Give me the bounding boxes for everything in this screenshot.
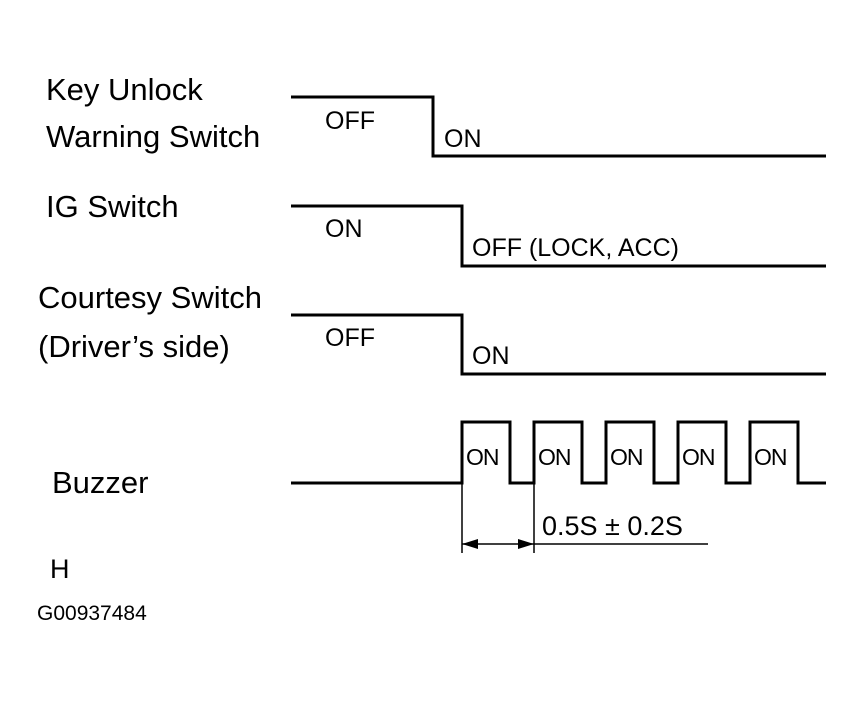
courtesy-label-line2: (Driver’s side): [38, 329, 230, 364]
key-unlock-state-after: ON: [444, 125, 482, 153]
courtesy-state-after: ON: [472, 342, 510, 370]
buzzer-pulse-label: ON: [610, 444, 643, 470]
buzzer-pulse-label: ON: [754, 444, 787, 470]
buzzer-waveform: [291, 420, 826, 485]
figure-code: G00937484: [37, 602, 147, 625]
courtesy-label-line1: Courtesy Switch: [38, 280, 262, 315]
period-label: 0.5S ± 0.2S: [542, 511, 683, 541]
key-unlock-waveform: [291, 95, 826, 158]
buzzer-pulse-label: ON: [466, 444, 499, 470]
ig-switch-state-after: OFF (LOCK, ACC): [472, 234, 679, 262]
figure-letter: H: [50, 554, 70, 584]
courtesy-state-before: OFF: [325, 324, 375, 352]
buzzer-pulse-label: ON: [682, 444, 715, 470]
ig-switch-state-before: ON: [325, 215, 363, 243]
key-unlock-state-before: OFF: [325, 107, 375, 135]
key-unlock-label-line1: Key Unlock: [46, 72, 203, 107]
dimension-arrow-left: [462, 539, 478, 549]
ig-switch-waveform: [291, 204, 826, 268]
dimension-arrow-right: [518, 539, 534, 549]
buzzer-pulse-label: ON: [538, 444, 571, 470]
ig-switch-label: IG Switch: [46, 189, 179, 224]
courtesy-waveform: [291, 313, 826, 376]
key-unlock-label-line2: Warning Switch: [46, 119, 260, 154]
buzzer-label: Buzzer: [52, 465, 148, 500]
